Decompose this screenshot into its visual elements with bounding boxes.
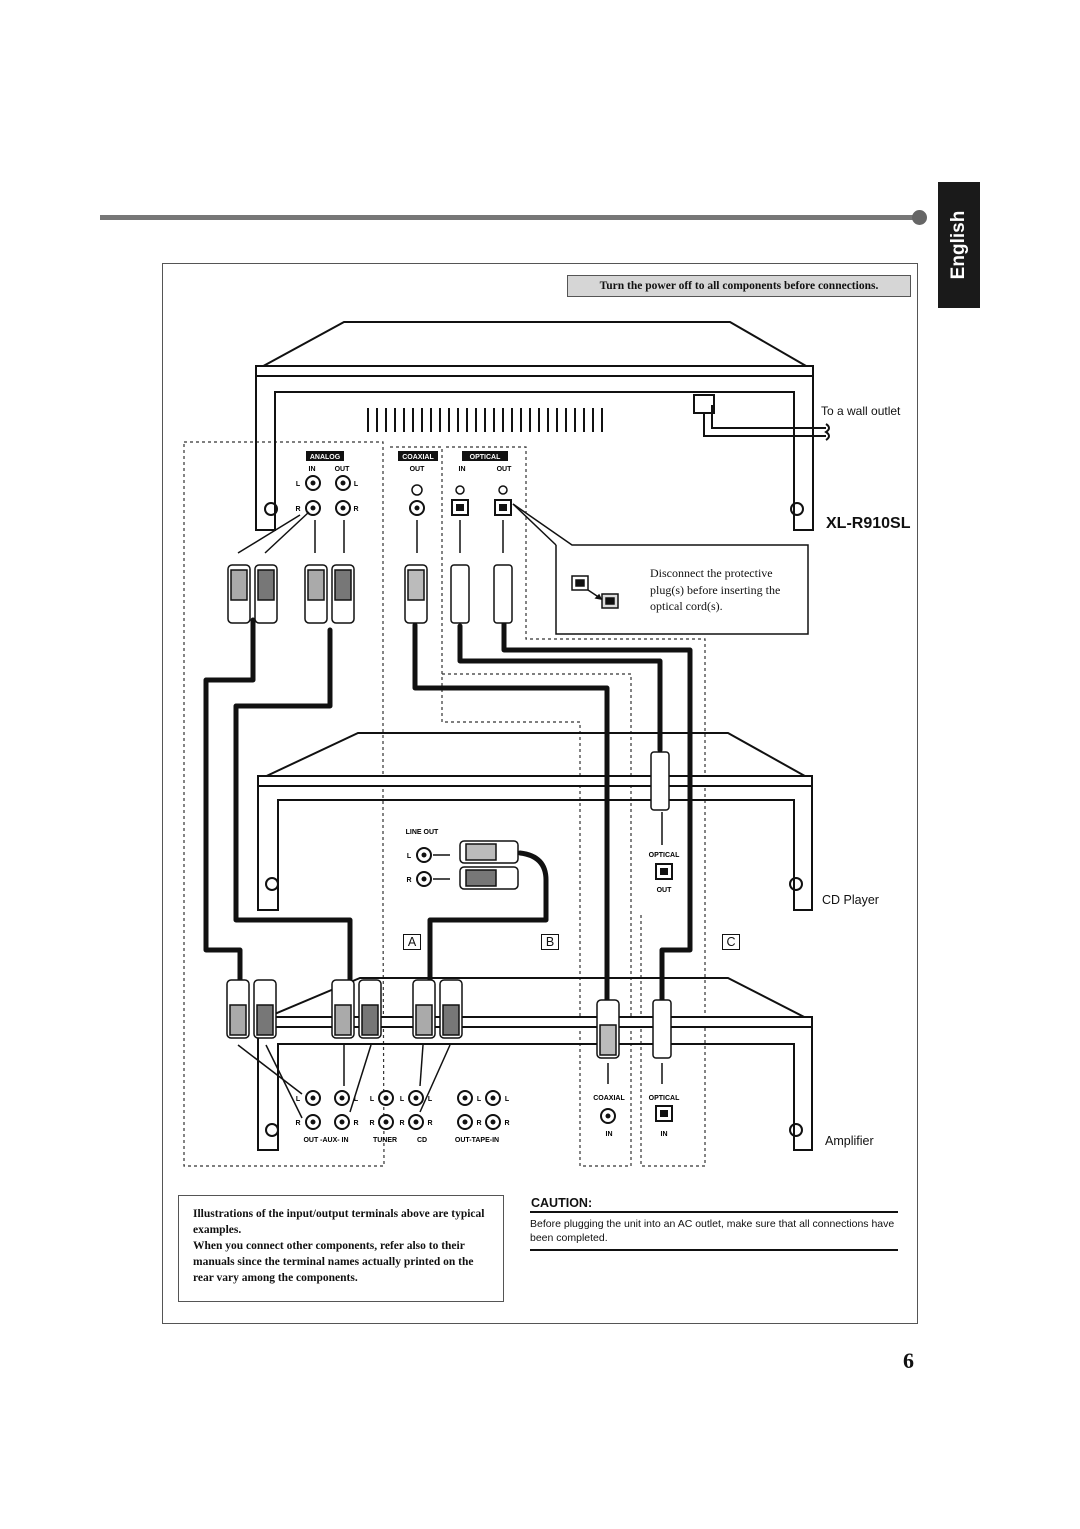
model-name: XL-R910SL [826,515,911,532]
header-rule [100,215,920,220]
amp-coaxial-label: COAXIAL [593,1095,625,1102]
amp-plugs [226,979,672,1059]
cd-player [257,732,813,911]
main-unit-vent [367,408,603,432]
protective-plug-callout [512,503,809,635]
amp-optical-in-label: IN [661,1131,668,1138]
zone-optical [446,446,706,1167]
cd-l-label: L [407,853,412,860]
caution-title: CAUTION: [531,1196,593,1210]
line-out-label: LINE OUT [406,829,439,836]
power-off-warning: Turn the power off to all components bef… [567,275,911,297]
amp-cd-r-label: R [399,1120,404,1127]
caution-text: Before plugging the unit into an AC outl… [530,1218,895,1244]
optical-out-label: OUT [497,466,513,473]
protective-plug-note: Disconnect the protective plug(s) before… [650,566,781,613]
connection-label-b: B [541,934,559,950]
cd-r-label: R [406,877,411,884]
amp-aux-l-label-2: L [354,1096,359,1103]
illustration-frame [162,263,918,1324]
coaxial-label: COAXIAL [402,454,434,461]
amp-aux-r-label-2: R [353,1120,358,1127]
caution-rule-bottom [530,1249,898,1251]
analog-out-label: OUT [335,466,351,473]
main-plugs [227,564,670,811]
amp-cd-l-label: L [400,1096,405,1103]
connection-label-c: C [722,934,740,950]
amp-tape-r-label-2: R [504,1120,509,1127]
coaxial-out-label: OUT [410,466,426,473]
terminal-note-paragraph-1: Illustrations of the input/output termin… [193,1208,485,1236]
plug-arrows [237,511,663,845]
dashed-zones [183,441,706,1167]
main-unit [255,321,814,531]
amp-cd-label: CD [417,1137,427,1144]
amp-tuner-label: TUNER [373,1137,397,1144]
cd-player-label: CD Player [822,893,879,907]
analog-l-label: L [296,481,301,488]
zone-analog [183,441,385,1167]
analog-r-label: R [295,506,300,513]
page-number: 6 [903,1348,914,1373]
main-digital-terminals: COAXIAL OPTICAL OUT IN OUT [398,451,513,516]
amp-tape-l-label-2: L [505,1096,510,1103]
amp-tape-label: OUT-TAPE-IN [455,1137,499,1144]
amp-tape-l-label: L [477,1096,482,1103]
header-rule-endpoint [912,210,927,225]
amp-cd-r-label-2: R [427,1120,432,1127]
zone-coaxial [390,446,632,1167]
cd-plugs [433,840,519,890]
amplifier-label: Amplifier [825,1134,874,1148]
amp-coaxial-in-label: IN [606,1131,613,1138]
cd-optical-label: OPTICAL [649,852,680,859]
optical-in-label: IN [459,466,466,473]
analog-in-label: IN [309,466,316,473]
terminal-note-paragraph-2: When you connect other components, refer… [193,1240,474,1284]
analog-l-label-right: L [354,481,359,488]
amp-terminals: L R L R L R L R L R L R L R OUT -AUX- IN… [295,1090,680,1144]
amplifier [257,977,813,1151]
main-analog-terminals: ANALOG IN OUT L L R R [295,451,359,516]
connection-label-a: A [403,934,421,950]
amp-tape-r-label: R [476,1120,481,1127]
amp-tuner-r-label: R [369,1120,374,1127]
caution-rule-top [530,1211,898,1213]
power-cord [693,394,830,441]
wall-outlet-label: To a wall outlet [821,404,901,418]
cd-terminals: LINE OUT L R OPTICAL OUT [406,829,680,894]
language-tab: English [938,182,980,308]
amp-aux-l-label: L [296,1096,301,1103]
cd-optical-out-label: OUT [657,887,673,894]
amp-arrows [237,1044,663,1119]
optical-label: OPTICAL [470,454,501,461]
analog-r-label-right: R [353,506,358,513]
amp-aux-r-label: R [295,1120,300,1127]
amp-optical-label: OPTICAL [649,1095,680,1102]
amp-aux-label: OUT -AUX- IN [303,1137,348,1144]
amp-tuner-l-label: L [370,1096,375,1103]
cables [203,617,693,1003]
terminal-note-box: Illustrations of the input/output termin… [178,1195,504,1302]
analog-label: ANALOG [310,454,341,461]
amp-cd-l-label-2: L [428,1096,433,1103]
